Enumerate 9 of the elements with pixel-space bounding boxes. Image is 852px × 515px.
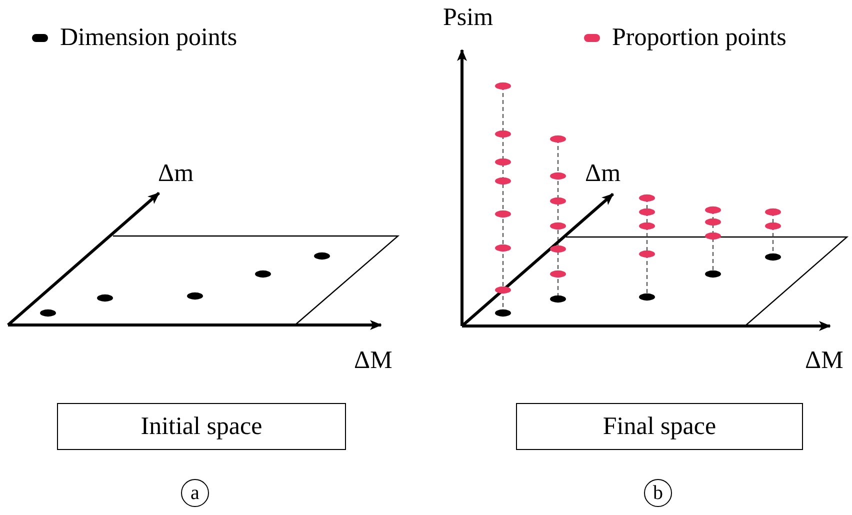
axis-label: Psim <box>443 3 494 33</box>
axis-label: ΔM <box>354 346 392 376</box>
panel-caption-box: Initial space <box>57 403 346 450</box>
legend-text: Proportion points <box>612 23 786 53</box>
axis-label: Δm <box>585 159 621 189</box>
axis-label: Δm <box>158 159 194 189</box>
axis-label: ΔM <box>805 346 844 376</box>
legend-text: Dimension points <box>60 23 238 53</box>
panel-caption-box: Final space <box>516 403 803 450</box>
